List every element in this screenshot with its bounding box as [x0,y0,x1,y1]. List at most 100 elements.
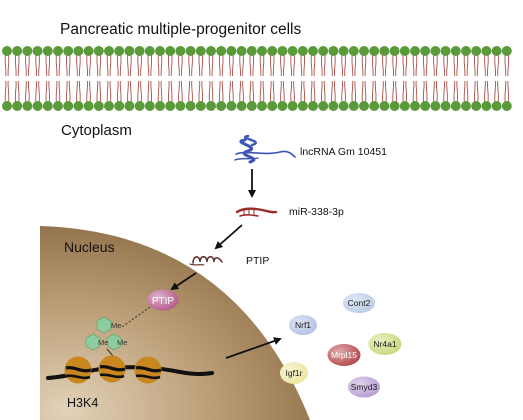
lipid-tail-top [14,53,20,77]
lipid-head-top [93,46,104,56]
lipid-head-bottom [2,101,12,111]
lipid-head-top [491,46,502,56]
lipid-head-top [185,46,196,56]
methyl-label-c: Me [98,338,108,347]
lipid-head-bottom [53,101,63,111]
lipid-tail-bottom [218,80,224,104]
lipid-head-bottom [226,101,237,111]
lipid-head-top [471,46,482,56]
lipid-head-bottom [369,101,380,111]
lipid-tail-bottom [494,80,499,104]
lipid-head-bottom [104,101,114,111]
lipid-head-bottom [93,101,104,111]
lipid-tail-top [106,53,112,77]
target-gene-smyd3: Smyd3 [348,376,380,398]
target-gene-label: Igf1r [285,368,302,378]
nucleus-label: Nucleus [64,239,115,255]
lipid-tail-top [167,53,173,77]
lipid-tail-bottom [473,80,479,104]
lipid-tail-bottom [4,80,10,104]
lipid-head-top [267,46,278,56]
lipid-tail-bottom [147,80,153,104]
lipid-head-top [53,46,63,56]
lipid-head-top [206,46,216,56]
lipid-tail-bottom [188,80,193,104]
lncrna-label: lncRNA Gm 10451 [300,146,387,158]
lipid-tail-bottom [208,80,214,104]
target-gene-shine [348,376,380,398]
methyl-stem [106,348,114,357]
lipid-tail-bottom [76,80,81,104]
lipid-tail-top [290,53,295,77]
lipid-tail-top [443,53,448,77]
lipid-head-bottom [420,101,431,111]
lipid-head-bottom [379,101,390,111]
lipid-tail-bottom [86,80,91,104]
lipid-head-top [104,46,114,56]
lipid-tail-top [35,53,40,77]
nucleosome-3 [134,356,162,384]
lipid-tail-top [494,53,499,77]
lipid-head-bottom [144,101,155,111]
lipid-head-top [236,46,247,56]
lipid-head-bottom [440,101,451,111]
lipid-head-bottom [185,101,196,111]
lipid-head-bottom [32,101,43,111]
lipid-tail-top [412,53,418,77]
lipid-tail-top [76,53,81,77]
lipid-head-bottom [114,101,125,111]
lipid-tail-bottom [484,80,489,104]
lipid-head-bottom [399,101,410,111]
lipid-tail-bottom [453,80,459,104]
lipid-tail-bottom [96,80,102,104]
lipid-head-bottom [206,101,216,111]
lipid-tail-top [178,53,183,77]
lipid-head-top [338,46,349,56]
lipid-tail-bottom [433,80,438,104]
lipid-head-bottom [328,101,339,111]
lipid-tail-bottom [45,80,51,104]
cytoplasm-label: Cytoplasm [61,122,132,139]
lipid-head-top [175,46,186,56]
lipid-head-bottom [481,101,492,111]
lipid-head-top [73,46,84,56]
lipid-head-top [369,46,380,56]
mirna-icon [235,207,278,217]
target-gene-nrf1: Nrf1 [289,315,317,335]
lipid-head-top [144,46,155,56]
lipid-tail-top [331,53,336,77]
lipid-tail-bottom [331,80,336,104]
lipid-tail-top [45,53,51,77]
lipid-head-top [257,46,267,56]
lipid-tail-bottom [25,80,30,104]
lipid-tail-bottom [371,80,377,104]
lipid-head-top [501,46,512,56]
target-gene-shine [289,315,317,335]
target-gene-igf1r: Igf1r [280,362,308,384]
target-gene-shine [368,333,402,355]
lipid-tail-bottom [55,80,61,104]
lipid-head-top [359,46,369,56]
arrow-ptip-to-protein [170,272,197,291]
target-gene-label: Mrpl15 [331,350,357,360]
lipid-head-top [420,46,431,56]
lipid-head-top [124,46,135,56]
arrow-mirna-to-ptip [214,224,243,250]
lipid-head-bottom [389,101,400,111]
lipid-tail-top [463,53,469,77]
lipid-head-top [328,46,339,56]
lipid-head-bottom [155,101,165,111]
lipid-head-bottom [73,101,84,111]
lipid-tail-top [422,53,428,77]
lipid-tail-top [198,53,204,77]
lipid-tail-bottom [422,80,428,104]
lipid-tail-bottom [178,80,183,104]
lipid-head-bottom [461,101,471,111]
lipid-head-top [410,46,420,56]
lipid-head-top [246,46,257,56]
lipid-head-bottom [450,101,461,111]
lipid-head-top [216,46,227,56]
lipid-tail-bottom [229,80,234,104]
cell-type-title: Pancreatic multiple-progenitor cells [60,21,301,38]
